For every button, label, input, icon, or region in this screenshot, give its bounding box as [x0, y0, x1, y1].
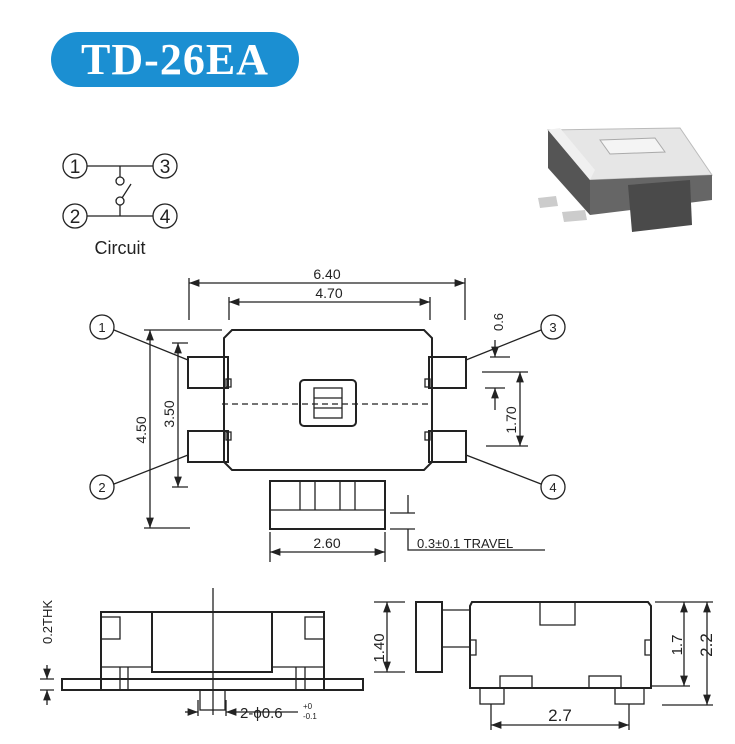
dim-overall-height: 4.50 — [133, 416, 149, 443]
dim-plunger-width: 2.60 — [313, 535, 340, 551]
callout-1: 1 — [98, 320, 105, 335]
dim-thickness: 0.2THK — [40, 600, 55, 644]
dim-total-height: 2.2 — [697, 633, 716, 657]
top-view: 6.40 4.70 4.50 3.50 0.6 1.70 2.60 0.3±0.… — [89, 266, 566, 562]
dim-plunger-height: 1.40 — [371, 633, 388, 662]
circuit-diagram: 1 3 2 4 Circuit — [62, 153, 178, 258]
product-title: TD-26EA — [51, 32, 299, 87]
product-image — [538, 127, 713, 232]
dim-travel: 0.3±0.1 TRAVEL — [417, 536, 513, 551]
callout-2: 2 — [98, 480, 105, 495]
circuit-pin-3: 3 — [160, 157, 171, 178]
callout-4: 4 — [549, 480, 556, 495]
dim-pad-span: 2.7 — [548, 706, 572, 725]
callout-3: 3 — [549, 320, 556, 335]
circuit-pin-2: 2 — [70, 207, 81, 228]
dim-body-width: 4.70 — [315, 285, 342, 301]
dim-pad-pitch: 1.70 — [503, 406, 519, 433]
dim-overall-width: 6.40 — [313, 266, 340, 282]
dim-peg-tol-plus: +0 — [303, 702, 313, 711]
dim-body-height-side: 1.7 — [669, 635, 686, 656]
side-view: 1.40 1.7 2.2 2.7 — [371, 601, 716, 730]
front-view: 0.2THK 2-ϕ0.6 +0 -0.1 — [40, 588, 364, 722]
dim-pad-width: 0.6 — [491, 313, 506, 331]
dim-body-height: 3.50 — [161, 400, 177, 427]
circuit-label: Circuit — [94, 238, 145, 258]
dim-peg-tol-minus: -0.1 — [303, 712, 317, 721]
circuit-pin-4: 4 — [160, 207, 171, 228]
dim-peg-diameter: 2-ϕ0.6 — [240, 705, 283, 722]
circuit-pin-1: 1 — [70, 157, 81, 178]
